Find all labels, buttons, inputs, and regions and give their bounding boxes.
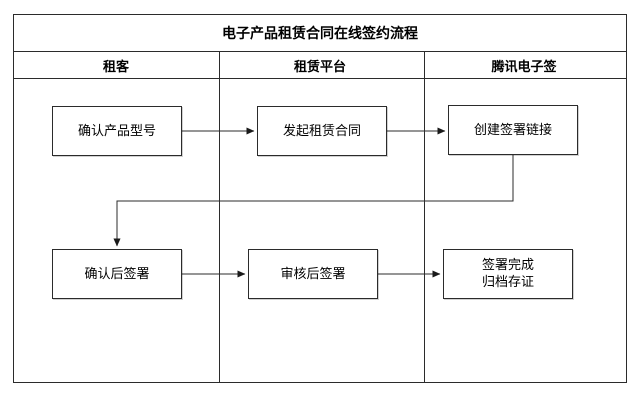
connector-arrows xyxy=(113,127,514,278)
node-review-then-sign: 审核后签署 xyxy=(248,249,378,299)
lane-header-platform: 租赁平台 xyxy=(293,58,346,74)
lane-header-row: 租客 租赁平台 腾讯电子签 xyxy=(14,52,626,79)
node-confirm-product-model: 确认产品型号 xyxy=(52,106,182,156)
lane-header-tenant: 租客 xyxy=(102,58,129,74)
node-confirm-then-sign: 确认后签署 xyxy=(52,249,182,299)
node-create-sign-link: 创建签署链接 xyxy=(448,105,578,155)
edge-create-link-to-confirm-sign xyxy=(113,155,514,247)
lane-header-esign: 腾讯电子签 xyxy=(491,58,557,74)
lane-divider-1 xyxy=(219,52,220,382)
node-sign-complete-line-2: 归档存证 xyxy=(481,274,534,289)
node-sign-complete-archive: 签署完成 归档存证 xyxy=(443,249,573,299)
node-initiate-lease-contract: 发起租赁合同 xyxy=(257,106,387,156)
node-sign-complete-line-1: 签署完成 xyxy=(481,257,534,273)
diagram-title: 电子产品租赁合同在线签约流程 xyxy=(14,15,626,52)
lane-divider-2 xyxy=(424,52,425,382)
swimlane-table: 电子产品租赁合同在线签约流程 租客 租赁平台 腾讯电子签 确认产品型号 发起租赁… xyxy=(13,14,627,383)
